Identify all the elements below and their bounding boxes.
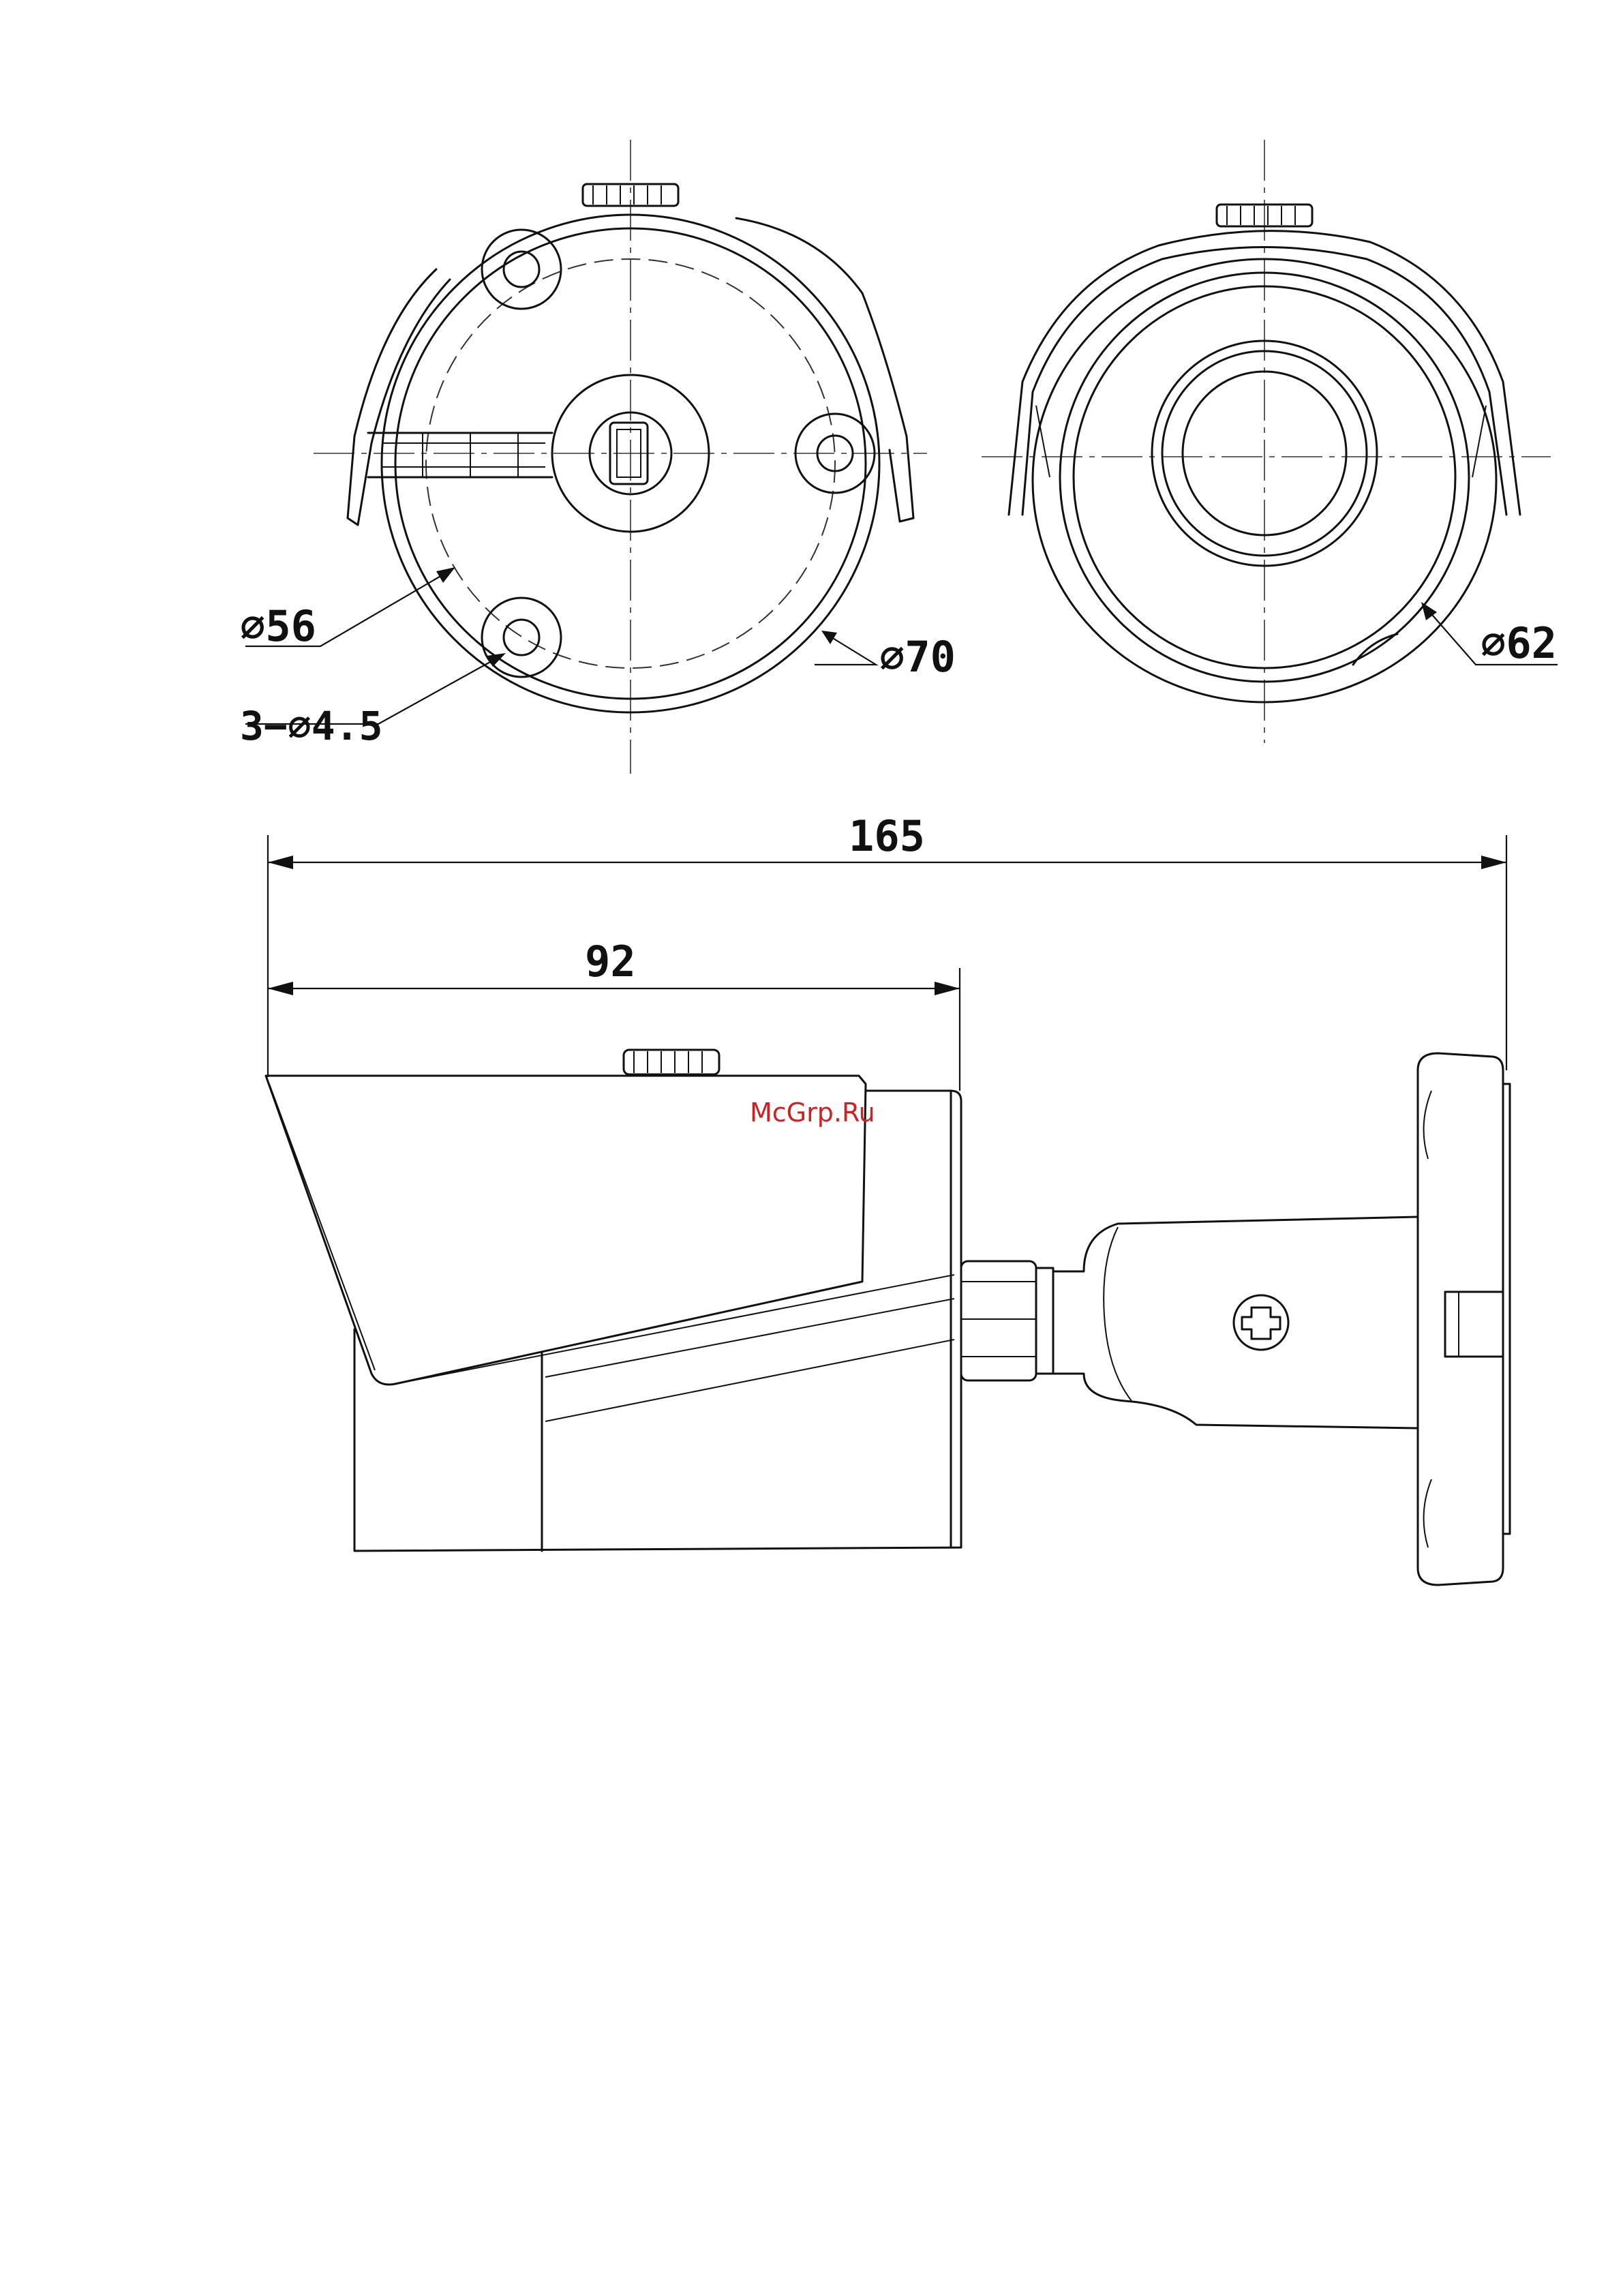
watermark-text: McGrp.Ru [750,1098,875,1128]
label-diameter-70: ⌀70 [879,632,956,682]
side-view [266,1050,1510,1585]
label-holes-3x-4-5: 3−⌀4.5 [240,703,383,749]
label-length-165: 165 [849,811,925,861]
dimension-165 [268,835,1506,1077]
dimension-92 [268,968,960,1091]
label-diameter-56: ⌀56 [240,601,316,651]
rear-view [314,140,927,774]
label-length-92: 92 [585,937,636,986]
label-diameter-62: ⌀62 [1481,618,1557,668]
